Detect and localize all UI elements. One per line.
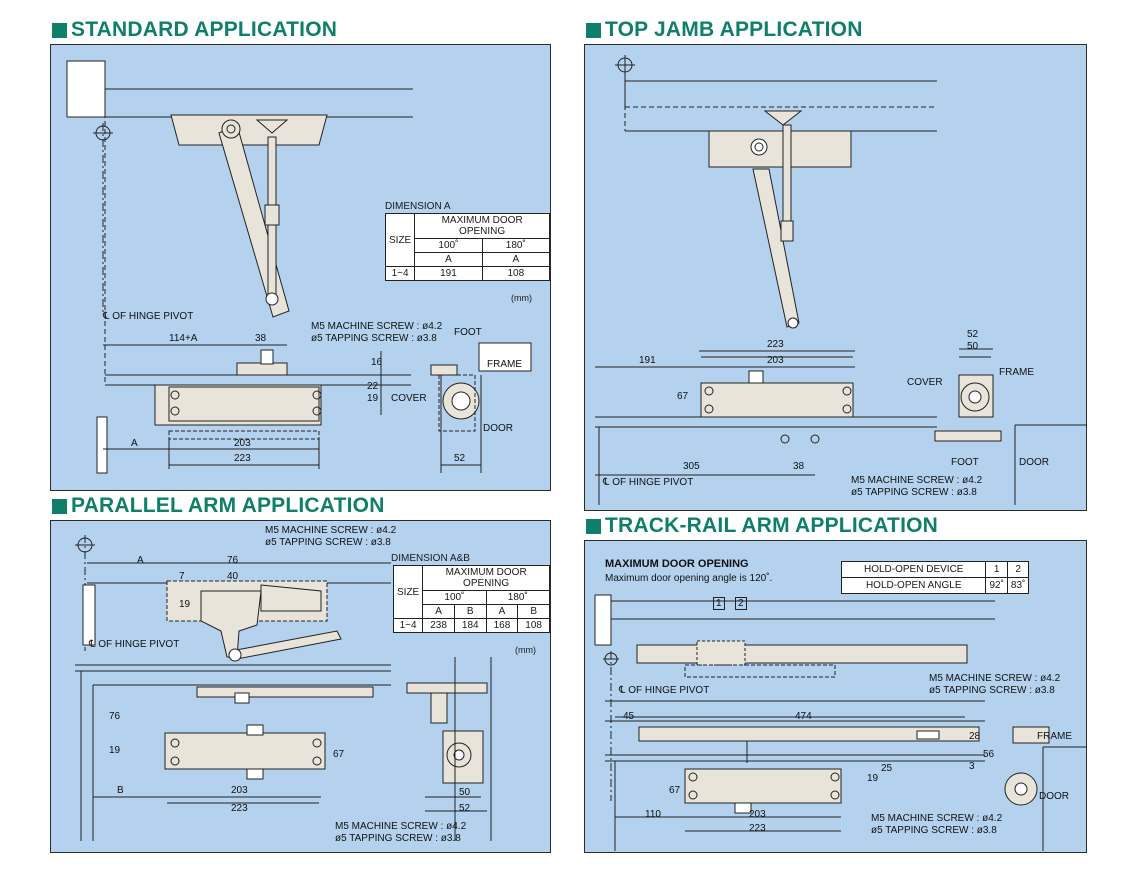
dim-19: 19	[367, 393, 379, 404]
dim-76: 76	[227, 555, 239, 566]
max-opening-text: Maximum door opening angle is 120˚.	[605, 573, 773, 584]
cover-label: COVER	[391, 393, 427, 404]
dim-28: 28	[969, 731, 981, 742]
dim-19-vertical: 19	[109, 745, 121, 756]
hinge-pivot-label: ℄ OF HINGE PIVOT	[103, 311, 194, 322]
dim-52: 52	[459, 803, 471, 814]
dim-67: 67	[677, 391, 689, 402]
parallel-table-caption: DIMENSION A&B	[391, 553, 470, 564]
screw-label-1: M5 MACHINE SCREW : ø4.2	[851, 475, 983, 486]
frame-label: FRAME	[999, 367, 1034, 378]
dim-7: 7	[179, 571, 185, 582]
dim-223: 223	[749, 823, 766, 834]
standard-panel: SIZE MAXIMUM DOOR OPENING 100˚ 180˚ A A …	[50, 44, 551, 491]
hinge-pivot-label: ℄ OF HINGE PIVOT	[619, 685, 710, 696]
dim-25: 25	[881, 763, 893, 774]
top-jamb-title: TOP JAMB APPLICATION	[586, 18, 863, 42]
dim-114a: 114+A	[169, 333, 198, 344]
dim-223: 223	[234, 453, 251, 464]
dim-a: A	[131, 438, 138, 449]
screw-label-1: M5 MACHINE SCREW : ø4.2	[265, 525, 397, 536]
parallel-drawing	[75, 535, 492, 841]
dim-203: 203	[749, 809, 766, 820]
door-label: DOOR	[1019, 457, 1049, 468]
screw-label-2: ø5 TAPPING SCREW : ø3.8	[929, 685, 1055, 696]
track-rail-panel: MAXIMUM DOOR OPENING Maximum door openin…	[584, 540, 1087, 853]
dim-474: 474	[795, 711, 812, 722]
standard-table-caption: DIMENSION A	[385, 201, 451, 212]
screw-label-3: M5 MACHINE SCREW : ø4.2	[335, 821, 467, 832]
dim-67: 67	[669, 785, 681, 796]
dim-19: 19	[179, 599, 191, 610]
dim-52: 52	[454, 453, 466, 464]
screw-label-2: ø5 TAPPING SCREW : ø3.8	[265, 537, 391, 548]
title-square-icon	[52, 22, 67, 38]
parallel-title: PARALLEL ARM APPLICATION	[52, 494, 385, 518]
standard-table-unit: (mm)	[511, 293, 532, 303]
hold-open-marker-2: 2	[735, 597, 747, 610]
hold-open-marker-1: 1	[713, 597, 725, 610]
dim-38: 38	[793, 461, 805, 472]
parallel-dimension-table: SIZE MAXIMUM DOOR OPENING 100˚ 180˚ A B …	[392, 565, 550, 633]
dim-191: 191	[639, 355, 656, 366]
title-square-icon	[52, 498, 67, 514]
track-rail-drawing	[594, 594, 1086, 851]
dim-38: 38	[255, 333, 267, 344]
dim-52: 52	[967, 329, 979, 340]
dim-40: 40	[227, 571, 239, 582]
dim-223: 223	[767, 339, 784, 350]
screw-label-4: ø5 TAPPING SCREW : ø3.8	[335, 833, 461, 844]
dim-50: 50	[967, 341, 979, 352]
top-jamb-panel: 223 191 203 67 52 50 FRAME COVER FOOT DO…	[584, 44, 1087, 511]
dim-110: 110	[645, 809, 661, 820]
frame-label: FRAME	[487, 359, 522, 370]
dim-b: B	[117, 785, 124, 796]
hinge-pivot-label: ℄ OF HINGE PIVOT	[603, 477, 694, 488]
dim-76-vertical: 76	[109, 711, 121, 722]
dim-16: 16	[371, 357, 383, 368]
dim-223: 223	[231, 803, 248, 814]
dim-a: A	[137, 555, 144, 566]
dim-203: 203	[767, 355, 784, 366]
dim-67: 67	[333, 749, 345, 760]
screw-label-1: M5 MACHINE SCREW : ø4.2	[311, 321, 443, 332]
foot-label: FOOT	[951, 457, 979, 468]
dim-3: 3	[969, 761, 975, 772]
parallel-panel: SIZE MAXIMUM DOOR OPENING 100˚ 180˚ A B …	[50, 520, 551, 853]
dim-203: 203	[234, 438, 251, 449]
dim-56: 56	[983, 749, 995, 760]
cover-label: COVER	[907, 377, 943, 388]
parallel-table-unit: (mm)	[515, 645, 536, 655]
dim-22: 22	[367, 381, 379, 392]
title-square-icon	[586, 518, 601, 534]
screw-label-1: M5 MACHINE SCREW : ø4.2	[929, 673, 1061, 684]
standard-title: STANDARD APPLICATION	[52, 18, 337, 42]
screw-label-4: ø5 TAPPING SCREW : ø3.8	[871, 825, 997, 836]
title-square-icon	[586, 22, 601, 38]
door-label: DOOR	[1039, 791, 1069, 802]
screw-label-2: ø5 TAPPING SCREW : ø3.8	[311, 333, 437, 344]
dim-50: 50	[459, 787, 471, 798]
door-label: DOOR	[483, 423, 513, 434]
hinge-pivot-label: ℄ OF HINGE PIVOT	[89, 639, 180, 650]
standard-drawing	[66, 60, 532, 474]
hold-open-table: HOLD-OPEN DEVICE 1 2 HOLD-OPEN ANGLE 92˚…	[840, 561, 1030, 594]
dim-305: 305	[683, 461, 700, 472]
max-opening-title: MAXIMUM DOOR OPENING	[605, 558, 749, 570]
top-jamb-drawing	[595, 55, 1086, 505]
frame-label: FRAME	[1037, 731, 1072, 742]
screw-label-3: M5 MACHINE SCREW : ø4.2	[871, 813, 1003, 824]
foot-label: FOOT	[454, 327, 482, 338]
track-rail-title: TRACK-RAIL ARM APPLICATION	[586, 514, 938, 538]
dim-45: 45	[623, 711, 635, 722]
standard-dimension-table: SIZE MAXIMUM DOOR OPENING 100˚ 180˚ A A …	[384, 213, 550, 281]
screw-label-2: ø5 TAPPING SCREW : ø3.8	[851, 487, 977, 498]
dim-19: 19	[867, 773, 879, 784]
dim-203: 203	[231, 785, 248, 796]
